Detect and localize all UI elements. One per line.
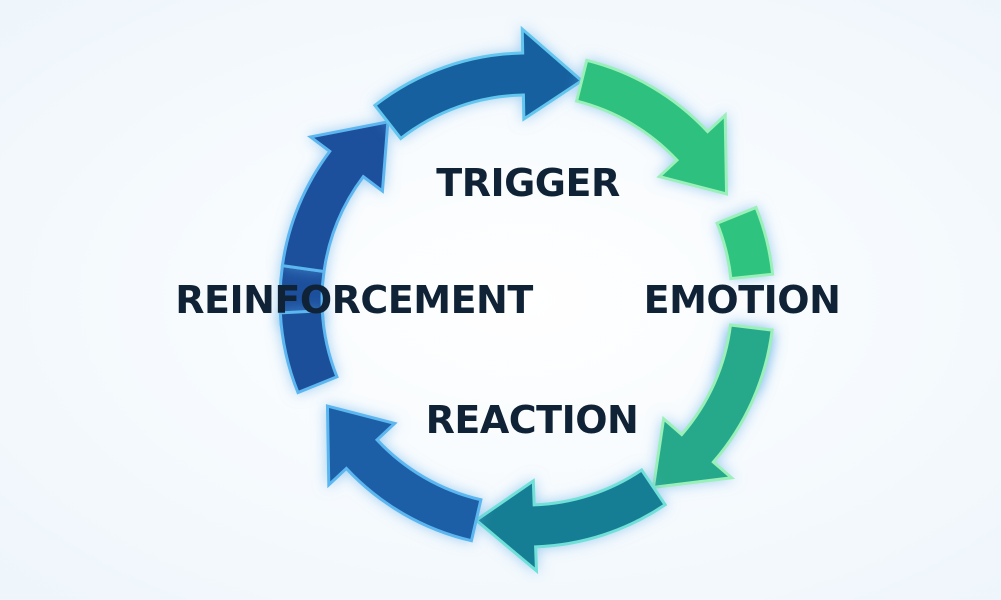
arrow-tail-left-lower [278, 309, 339, 395]
arrow-reaction-bottom [473, 467, 668, 575]
stage-label-reinforcement: REINFORCEMENT [175, 278, 533, 322]
arrow-trigger-to-emotion [574, 58, 729, 196]
arrow-tail-right-upper [715, 205, 775, 281]
stage-label-trigger: TRIGGER [436, 161, 620, 205]
arrow-reinforcement-to-trigger [280, 120, 390, 274]
arrow-trigger-top [372, 25, 585, 141]
arrow-emotion-to-reaction [651, 323, 774, 490]
stage-label-reaction: REACTION [425, 398, 639, 442]
stage-label-emotion: EMOTION [643, 278, 841, 322]
arrow-reaction-to-reinforcement [325, 404, 483, 543]
